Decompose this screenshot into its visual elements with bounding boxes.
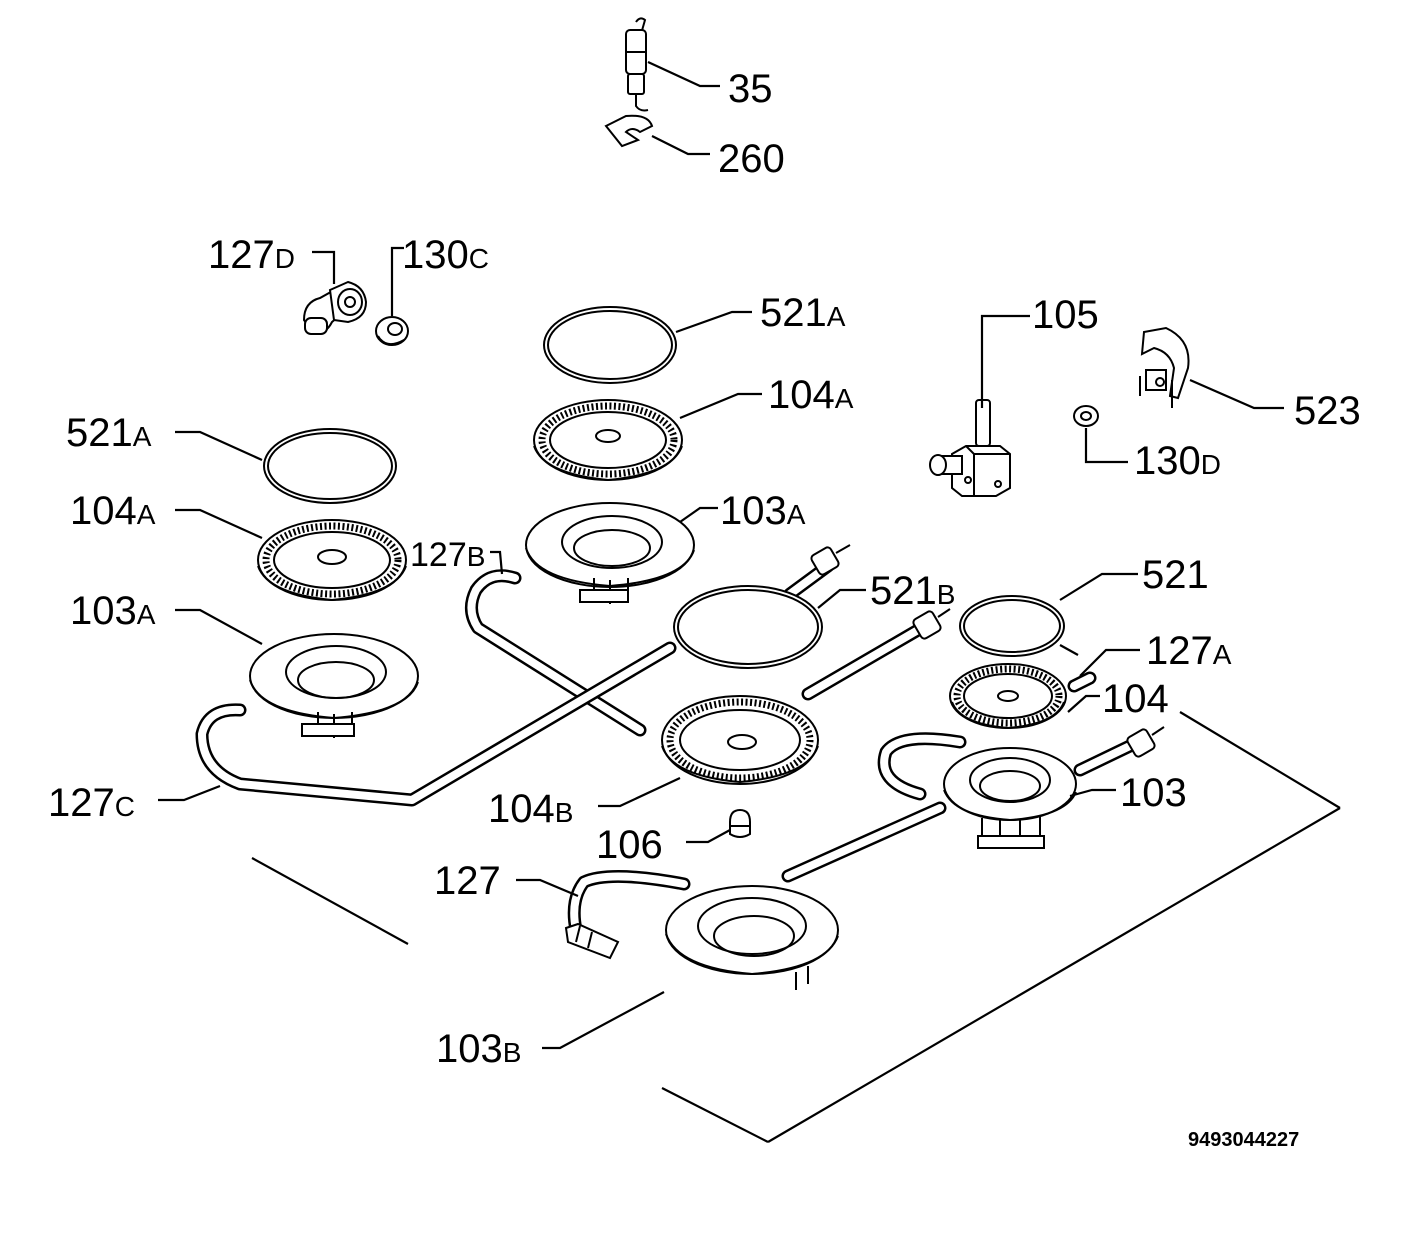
injector-nozzle-part [729,808,751,838]
gas-pipe-127b [465,569,647,737]
flame-spreader-centre-b [661,695,819,785]
pipe-nut-centre [912,608,951,640]
callout-521a-top: 521A [760,291,846,335]
burner-crown-left [249,633,419,738]
tap-bracket-part [1139,326,1190,408]
pipe-nut-upper [810,544,851,576]
callout-127c: 127C [48,781,135,825]
callout-521b: 521B [870,569,955,613]
callout-127: 127 [434,859,501,903]
callout-260: 260 [718,137,785,181]
burner-crown-top-centre [525,502,695,604]
callout-35: 35 [728,67,773,111]
callout-130d: 130D [1134,439,1221,483]
callout-103a-left: 103A [70,589,156,633]
callout-127d: 127D [208,233,295,277]
burner-cap-centre-b [673,585,823,669]
callout-105: 105 [1032,293,1099,337]
hob-base-outline [251,644,1341,1143]
leader-lines [158,61,1284,1050]
callout-106: 106 [596,823,663,867]
callout-103a-top: 103A [720,489,806,533]
callout-104: 104 [1102,677,1169,721]
flame-spreader-right [949,663,1067,730]
callout-127b: 127B [410,536,485,574]
pipe-nut-right [1126,726,1165,758]
callout-127a: 127A [1146,629,1232,673]
flame-spreader-left [257,519,407,602]
gas-pipe-right-loop [877,671,1141,801]
drawing-code: 9493044227 [1188,1129,1299,1151]
callout-103b: 103B [436,1027,521,1071]
burner-cap-top-centre [543,306,677,384]
gas-pipe-127 [564,869,691,960]
seal-washer-part [375,316,409,346]
elbow-fitting-part [302,280,368,336]
callout-104a-top: 104A [768,373,854,417]
burner-cap-right [959,595,1065,657]
callout-521a-left: 521A [66,411,152,455]
callout-103: 103 [1120,771,1187,815]
burner-crown-centre-b [665,885,839,990]
callout-521: 521 [1142,553,1209,597]
callout-104a-left: 104A [70,489,156,533]
burner-crown-right [943,747,1077,849]
spark-electrode-part [625,17,649,112]
burner-cap-left [263,428,397,504]
flame-spreader-top-centre [533,399,683,482]
callout-labels: 35 260 127D 130C 521A 104A 103A 521A 104… [48,67,1361,1151]
electrode-clip-part [604,114,654,148]
callout-104b: 104B [488,787,573,831]
gas-tap-valve-part [929,399,1011,497]
callout-523: 523 [1294,389,1361,433]
tap-washer-part [1073,405,1099,427]
callout-130c: 130C [402,233,489,277]
gas-pipe-127c [195,641,677,807]
